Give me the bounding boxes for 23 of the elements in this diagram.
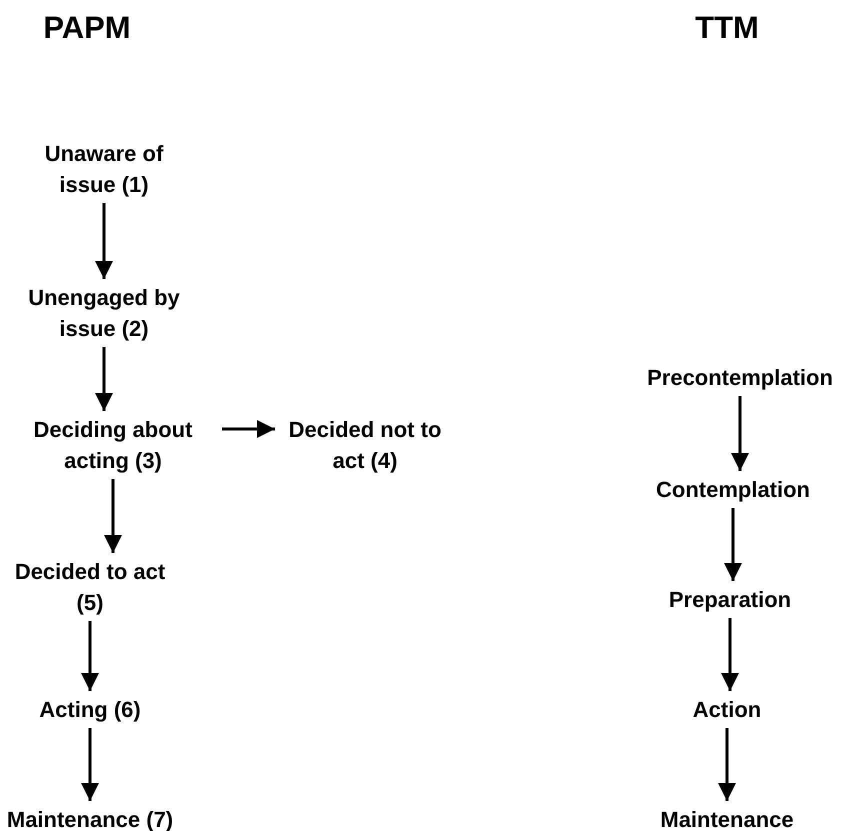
stage-label: Acting (6) (35, 691, 145, 728)
arrow (95, 347, 113, 411)
stage-label: Unaware of issue (1) (24, 135, 184, 203)
arrow (104, 479, 122, 553)
arrow (81, 621, 99, 691)
stage-label: Decided to act (5) (10, 553, 170, 621)
arrow (724, 508, 742, 581)
stage-label: Action (688, 691, 766, 728)
stage-label: Preparation (664, 581, 796, 618)
stage-label: Unengaged by issue (2) (4, 279, 204, 347)
arrow (721, 618, 739, 691)
arrow (81, 728, 99, 801)
stage-label: Maintenance (656, 801, 798, 831)
stage-label: Precontemplation (643, 359, 837, 396)
column-heading: PAPM (43, 10, 131, 46)
arrow (95, 203, 113, 279)
column-heading: TTM (695, 10, 759, 46)
stage-label: Decided not to act (4) (275, 411, 455, 479)
arrow (731, 396, 749, 471)
stage-label: Contemplation (652, 471, 814, 508)
stage-label: Deciding about acting (3) (8, 411, 218, 479)
arrow (718, 728, 736, 801)
arrow (222, 420, 275, 438)
